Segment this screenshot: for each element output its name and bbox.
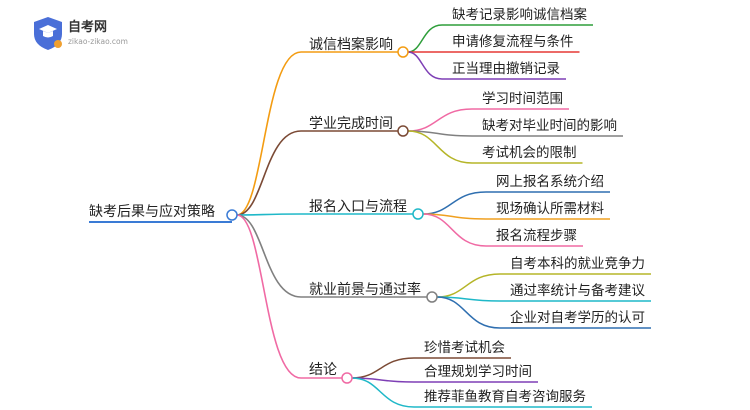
connector-lines [236,24,651,408]
leaf-connector [407,130,473,164]
leaf-label: 申请修复流程与条件 [452,33,574,50]
branch-node: 报名入口与流程 [309,199,424,220]
root-label: 缺考后果与应对策略 [89,203,215,220]
leaf-label: 学习时间范围 [482,91,563,107]
branch-connector-dot [397,125,409,137]
leaf-label: 推荐菲鱼教育自考咨询服务 [424,388,586,405]
logo-url: zikao-zikao.com [68,37,128,46]
leaf-node: 考试机会的限制 [482,145,577,161]
branch-connector [236,213,302,216]
leaf-connector [351,377,415,408]
branch-label: 报名入口与流程 [309,199,407,215]
branch-label: 就业前景与通过率 [309,281,421,298]
leaf-node: 推荐菲鱼教育自考咨询服务 [424,388,586,405]
leaf-node: 通过率统计与备考建议 [510,282,645,299]
leaf-node: 企业对自考学历的认可 [510,309,645,326]
branch-node: 结论 [309,362,353,384]
leaf-label: 网上报名系统介绍 [496,174,604,190]
leaf-label: 通过率统计与备考建议 [510,282,645,299]
leaf-label: 缺考对毕业时间的影响 [482,118,617,134]
branch-connector-dot [397,46,409,58]
branch-connector [236,214,302,298]
leaf-label: 合理规划学习时间 [424,364,532,380]
leaf-node: 合理规划学习时间 [424,364,532,380]
branch-connector [236,51,302,216]
leaf-node: 珍惜考试机会 [424,340,505,356]
site-logo: 自考网 zikao-zikao.com [34,17,128,50]
leaf-node: 现场确认所需材料 [496,201,604,217]
branch-connector [236,130,302,216]
branch-label: 诚信档案影响 [309,36,393,53]
branch-node: 就业前景与通过率 [309,281,438,303]
root-connector-dot [226,209,238,221]
leaf-connector [436,273,501,298]
leaf-connector [407,108,473,132]
leaf-connector [351,357,415,379]
leaf-label: 考试机会的限制 [482,145,577,161]
leaf-label: 自考本科的就业竞争力 [510,255,645,272]
root-node: 缺考后果与应对策略 [89,203,238,223]
leaf-label: 现场确认所需材料 [496,201,604,217]
leaf-label: 企业对自考学历的认可 [510,309,645,326]
leaf-node: 正当理由撤销记录 [452,61,560,77]
leaf-node: 报名流程步骤 [496,228,577,244]
branch-connector-dot [426,291,438,303]
leaf-node: 学习时间范围 [482,91,563,107]
branch-connector-dot [341,372,353,384]
leaf-node: 缺考记录影响诚信档案 [452,6,587,23]
branch-connector [236,214,302,379]
leaf-connector [436,296,501,329]
leaf-connector [407,24,443,53]
branch-label: 学业完成时间 [309,116,393,132]
leaf-connector [407,51,443,80]
branch-connector-dot [412,208,424,220]
branch-node: 学业完成时间 [309,116,409,137]
branch-node: 诚信档案影响 [309,36,409,58]
leaf-label: 报名流程步骤 [496,228,577,244]
leaf-node: 自考本科的就业竞争力 [510,255,645,272]
leaf-connector [422,213,487,247]
leaf-label: 珍惜考试机会 [424,340,505,356]
graduation-cap-icon [34,17,62,50]
leaf-label: 缺考记录影响诚信档案 [452,6,587,23]
branch-label: 结论 [309,362,337,378]
logo-title: 自考网 [68,19,107,35]
leaf-label: 正当理由撤销记录 [452,61,560,77]
leaf-node: 网上报名系统介绍 [496,174,604,190]
leaf-connector [422,191,487,215]
leaf-node: 缺考对毕业时间的影响 [482,118,617,134]
leaf-node: 申请修复流程与条件 [452,33,574,50]
